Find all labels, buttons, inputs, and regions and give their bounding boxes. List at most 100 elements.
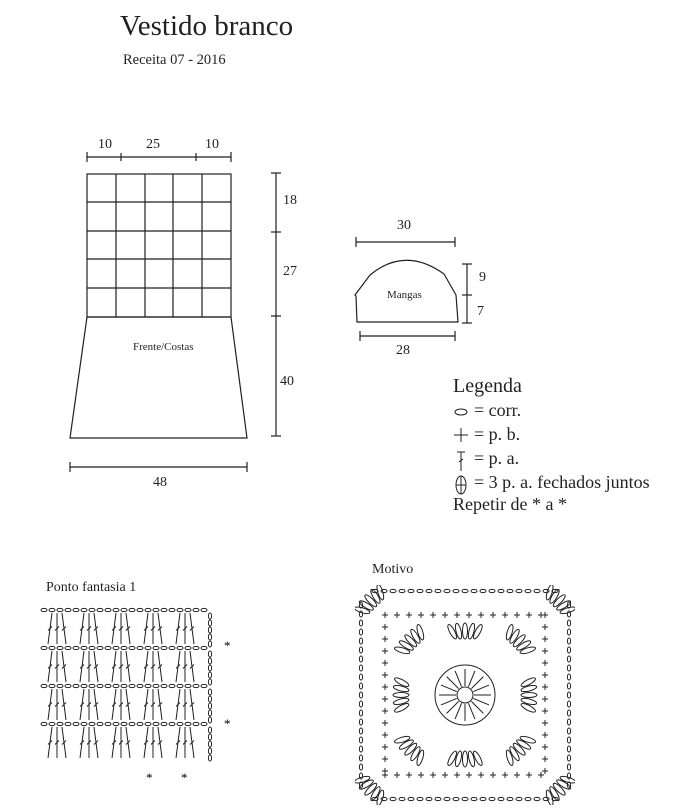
chain-stitch-icon [104, 683, 112, 689]
chain-stitch-icon [136, 645, 144, 651]
chain-stitch-icon [566, 736, 572, 744]
width-label-right: 10 [205, 137, 219, 152]
chain-stitch-icon [407, 796, 415, 802]
chain-stitch-icon [192, 645, 200, 651]
chain-stitch-icon [452, 588, 460, 594]
chain-stitch-icon [192, 607, 200, 613]
cluster-stitch-icon [549, 786, 560, 802]
chain-stitch-icon [443, 796, 451, 802]
cluster-stitch-icon [519, 646, 536, 655]
cluster-stitch-icon [556, 779, 572, 790]
chain-stitch-icon [207, 650, 213, 658]
chain-stitch-icon [566, 763, 572, 771]
double-crochet-icon [182, 664, 188, 669]
cluster-stitch-icon [392, 684, 410, 693]
double-crochet-icon [157, 626, 163, 631]
chain-stitch-icon [88, 645, 96, 651]
chain-stitch-icon [207, 695, 213, 703]
double-crochet-icon [79, 664, 85, 669]
double-crochet-icon [111, 702, 117, 707]
cluster-stitch-icon [394, 735, 411, 744]
chain-stitch-icon [207, 740, 213, 748]
cluster-stitch-icon [416, 624, 425, 641]
repeat-marker: * [224, 716, 231, 731]
cluster-stitch-icon [512, 634, 526, 648]
cluster-stitch-icon [454, 622, 463, 640]
double-crochet-icon [47, 740, 53, 745]
cluster-stitch-icon [358, 779, 374, 790]
chain-stitch-icon [461, 796, 469, 802]
chain-stitch-icon [56, 607, 64, 613]
repeat-marker: * [224, 638, 231, 653]
chain-stitch-icon [358, 628, 364, 636]
chain-stitch-icon [524, 588, 532, 594]
chain-stitch-icon [40, 683, 48, 689]
double-crochet-icon [175, 702, 181, 707]
cluster-stitch-icon [394, 702, 410, 713]
double-crochet-icon [93, 740, 99, 745]
cluster-fan [545, 775, 575, 805]
cluster-stitch-icon [545, 789, 554, 805]
cluster-stitch-icon [364, 782, 378, 796]
cluster-stitch-icon [462, 750, 468, 768]
cluster-fan [447, 622, 483, 640]
double-crochet-icon [143, 740, 149, 745]
double-crochet-icon [54, 740, 60, 745]
legend-repeat-note: Repetir de * a * [453, 494, 567, 514]
chain-stitch-icon [461, 588, 469, 594]
stitch-chart: **** [40, 607, 231, 785]
double-crochet-icon [54, 626, 60, 631]
double-crochet-icon [125, 664, 131, 669]
chain-stitch-icon [470, 796, 478, 802]
double-crochet-icon [111, 626, 117, 631]
chain-stitch-icon [192, 721, 200, 727]
chain-stitch-icon [542, 588, 550, 594]
double-crochet-icon [454, 703, 463, 720]
chain-stitch-icon [358, 781, 364, 789]
chain-stitch-icon [144, 607, 152, 613]
double-crochet-icon [54, 664, 60, 669]
chain-stitch-icon [80, 721, 88, 727]
double-crochet-icon [440, 684, 457, 693]
chain-stitch-icon [168, 721, 176, 727]
motif-chart [355, 585, 575, 805]
chain-stitch-icon [207, 633, 213, 641]
cluster-stitch-icon [559, 606, 575, 615]
chain-stitch-icon [566, 646, 572, 654]
cluster-stitch-icon [416, 749, 425, 766]
double-crochet-icon [111, 664, 117, 669]
double-crochet-icon [150, 626, 156, 631]
cluster-stitch-icon [549, 588, 560, 604]
double-crochet-icon [61, 626, 67, 631]
double-crochet-icon [454, 670, 463, 687]
cluster-stitch-icon [556, 600, 572, 611]
double-crochet-icon [189, 626, 195, 631]
chain-stitch-icon [207, 702, 213, 710]
chain-stitch-icon [144, 721, 152, 727]
chain-stitch-icon [425, 796, 433, 802]
chain-stitch-icon [40, 607, 48, 613]
cluster-stitch-icon [392, 692, 410, 698]
cluster-stitch-icon [355, 606, 371, 615]
double-crochet-icon [118, 664, 124, 669]
chain-stitch-icon [64, 607, 72, 613]
double-crochet-icon [446, 701, 459, 714]
chain-stitch-icon [407, 588, 415, 594]
double-crochet-icon [467, 670, 476, 687]
chain-stitch-icon [80, 607, 88, 613]
chain-stitch-icon [566, 727, 572, 735]
cluster-fan [520, 677, 538, 713]
double-crochet-icon [86, 702, 92, 707]
chain-stitch-icon [389, 588, 397, 594]
cluster-stitch-icon [545, 585, 554, 601]
chain-stitch-icon [479, 588, 487, 594]
cluster-stitch-icon [516, 739, 532, 750]
chain-stitch-icon [136, 683, 144, 689]
chain-stitch-icon [488, 588, 496, 594]
double-crochet-icon [86, 664, 92, 669]
cluster-stitch-icon [454, 750, 463, 768]
chain-stitch-icon [72, 607, 80, 613]
cluster-stitch-icon [376, 585, 385, 601]
chain-stitch-icon [452, 796, 460, 802]
legend-item-text: = p. a. [474, 448, 520, 468]
